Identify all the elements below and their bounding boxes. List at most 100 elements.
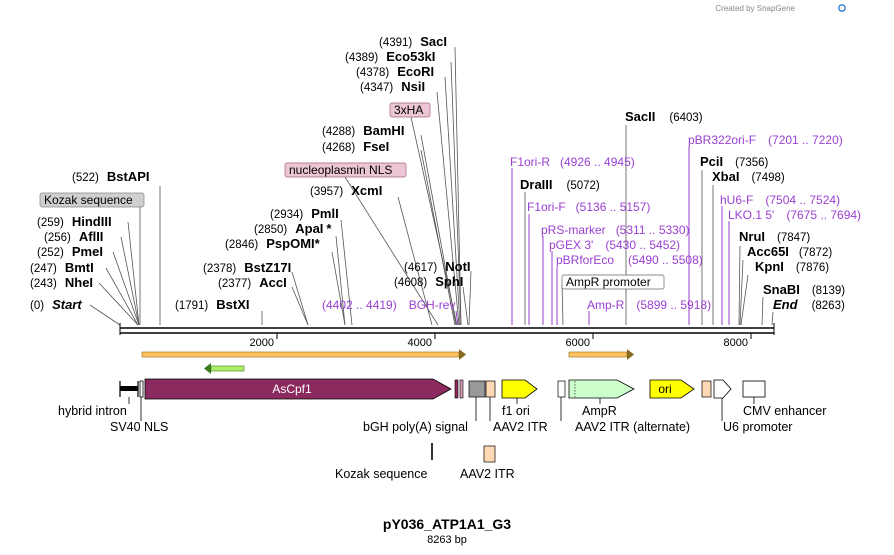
sacii-label[interactable]: SacII(6403): [625, 109, 703, 124]
bgh-polya-block[interactable]: [468, 380, 486, 398]
bstxi-label[interactable]: (1791)BstXI: [175, 297, 249, 312]
kozak-badge[interactable]: [39, 192, 145, 208]
end-label[interactable]: End(8263): [773, 297, 845, 312]
f1-ori-arrow[interactable]: [501, 379, 538, 399]
eco53ki-label[interactable]: (4389)Eco53kI: [345, 49, 435, 64]
apai-label[interactable]: (2850)ApaI*: [254, 221, 332, 236]
xbai-label[interactable]: XbaI(7498): [712, 169, 785, 184]
primer-amp-r[interactable]: Amp-R(5899 .. 5918): [587, 298, 711, 312]
nls-badge-text: nucleoplasmin NLS: [289, 163, 392, 177]
primer-f1ori-r[interactable]: F1ori-R(4926 .. 4945): [510, 155, 635, 169]
primer-lko1[interactable]: LKO.1 5'(7675 .. 7694): [728, 208, 861, 222]
pmei-label[interactable]: (252)PmeI: [37, 244, 103, 259]
u6-promoter-arrow[interactable]: [713, 379, 732, 399]
primer-bgh-rev[interactable]: (4402 .. 4419)BGH-rev: [322, 298, 455, 312]
leader-nhei: [98, 282, 139, 326]
feature-leaders: [128, 397, 755, 460]
hybrid-intron-block[interactable]: [120, 386, 138, 391]
nhei-label[interactable]: (243)NheI: [30, 275, 93, 290]
leader-bgh-rev: [455, 310, 459, 326]
xcmi-label[interactable]: (3957)XcmI: [310, 183, 382, 198]
leader-nrui: [738, 245, 741, 326]
aav2-itr-right-block[interactable]: [701, 380, 712, 398]
aflii-label[interactable]: (256)AflII: [44, 229, 103, 244]
acci-label[interactable]: (2377)AccI: [218, 275, 287, 290]
nrui-label[interactable]: NruI(7847): [739, 229, 810, 244]
primer-pbrforeco[interactable]: pBRforEco(5490 .. 5508): [556, 253, 703, 267]
brand-text: Created by SnapGene: [715, 4, 795, 13]
hybrid-intron-label: hybrid intron: [58, 404, 127, 418]
feature-badges: Kozak sequence nucleoplasmin NLS 3xHA Am…: [39, 102, 665, 290]
primer-pgex3[interactable]: pGEX 3'(5430 .. 5452): [549, 238, 680, 252]
site-labels: (0)Start (243)NheI (247)BmtI (252)PmeI (…: [30, 34, 845, 312]
kpni-label[interactable]: KpnI(7876): [755, 259, 829, 274]
3xha-badge-text: 3xHA: [394, 103, 423, 117]
acc65i-label[interactable]: Acc65I(7872): [747, 244, 832, 259]
leader-3xha: [410, 116, 458, 326]
feature-labels: hybrid intron SV40 NLS bGH poly(A) signa…: [58, 404, 826, 481]
hindiii-label[interactable]: (259)HindIII: [37, 214, 112, 229]
aav2-itr-label: AAV2 ITR: [493, 420, 548, 434]
bstz17i-label[interactable]: (2378)BstZ17I: [203, 260, 291, 275]
draiii-label[interactable]: DraIII(5072): [520, 177, 600, 192]
3xha-block[interactable]: [459, 379, 464, 399]
aav2-itr-lower-label: AAV2 ITR: [460, 467, 515, 481]
primer-labels: F1ori-R(4926 .. 4945) F1ori-F(5136 .. 51…: [322, 133, 861, 312]
snabi-label[interactable]: SnaBI(8139): [763, 282, 845, 297]
ampr-arrow[interactable]: [568, 379, 635, 399]
orf-ampr[interactable]: [568, 351, 628, 358]
leader-nsii: [436, 91, 460, 326]
bamhi-label[interactable]: (4288)BamHI: [322, 123, 404, 138]
primer-prs-marker[interactable]: pRS-marker(5311 .. 5330): [541, 223, 690, 237]
nsii-label[interactable]: (4347)NsiI: [360, 79, 425, 94]
primer-f1ori-f[interactable]: F1ori-F(5136 .. 5157): [527, 200, 650, 214]
pmli-label[interactable]: (2934)PmlI: [270, 206, 339, 221]
leader-acc65i: [739, 259, 744, 326]
ascpf1-arrow[interactable]: [144, 378, 452, 400]
kozak-badge-text: Kozak sequence: [44, 193, 133, 207]
pcii-label[interactable]: PciI(7356): [700, 154, 769, 169]
bmti-label[interactable]: (247)BmtI: [30, 260, 94, 275]
orf-ascpf1[interactable]: [141, 351, 460, 358]
orf-ascpf1-arrowhead: [459, 349, 466, 360]
nls-block[interactable]: [454, 379, 459, 399]
bstapi-label[interactable]: (522)BstAPI: [72, 169, 149, 184]
aav2-itr-alt-block[interactable]: [557, 380, 566, 398]
aav2-itr-block[interactable]: [485, 380, 496, 398]
saci-label[interactable]: (4391)SacI: [379, 34, 447, 49]
ampr-promoter-badge[interactable]: [561, 274, 665, 290]
sphi-label[interactable]: (4608)SphI: [394, 274, 463, 289]
cmv-enhancer-block[interactable]: [742, 380, 766, 398]
kozak-lower-label: Kozak sequence: [335, 467, 427, 481]
site-leaders: [89, 46, 774, 326]
orf-reverse[interactable]: [210, 365, 245, 372]
leader-kpni: [740, 274, 749, 326]
backbone: 2000 4000 6000 8000: [119, 323, 775, 349]
noti-label[interactable]: (4617)NotI: [404, 259, 471, 274]
pspomi-label[interactable]: (2846)PspOMI*: [225, 236, 321, 251]
tick-label-6000: 6000: [566, 337, 590, 349]
leader-bstz17i: [291, 271, 309, 326]
ampr-label: AmpR: [582, 404, 617, 418]
bgh-polya-label: bGH poly(A) signal: [363, 420, 468, 434]
aav2-itr-lower-block[interactable]: [483, 445, 496, 463]
sv40-nls-block[interactable]: [139, 380, 144, 398]
nls-badge[interactable]: [284, 162, 407, 178]
ori-arrow[interactable]: [649, 379, 695, 399]
ecori-label[interactable]: (4378)EcoRI: [356, 64, 434, 79]
primer-pbr322ori-f[interactable]: pBR322ori-F(7201 .. 7220): [688, 133, 843, 147]
leader-ecori: [444, 76, 461, 326]
primer-hu6-f[interactable]: hU6-F(7504 .. 7524): [720, 193, 840, 207]
leader-nls: [344, 176, 439, 326]
fsei-label[interactable]: (4268)FseI: [322, 139, 389, 154]
leader-acci: [291, 286, 309, 326]
start-label[interactable]: (0)Start: [30, 297, 82, 312]
leader-sphi: [462, 286, 469, 326]
leader-pmli: [340, 219, 353, 326]
snapgene-brand: Created by SnapGene: [715, 4, 846, 13]
leader-eco53ki: [450, 61, 462, 326]
ori-label: ori: [658, 382, 671, 396]
3xha-badge[interactable]: [389, 102, 431, 118]
leader-pmei: [112, 251, 140, 326]
